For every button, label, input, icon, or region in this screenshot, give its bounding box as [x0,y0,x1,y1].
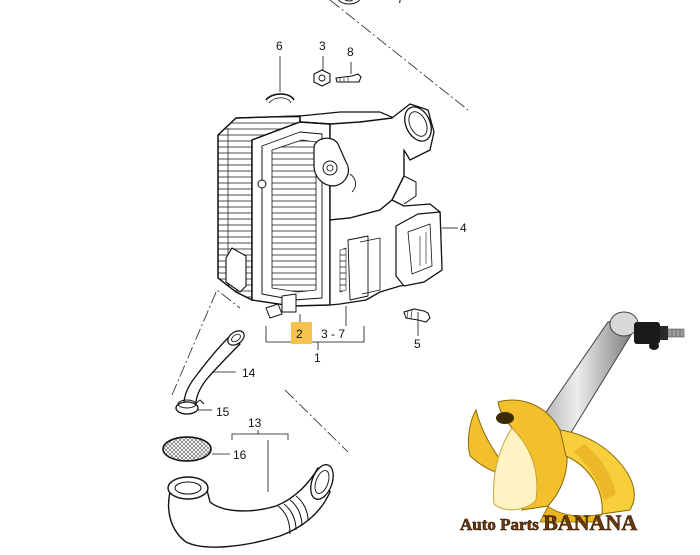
brand-wordmark: Auto Parts BANANA [460,510,637,535]
dash-dot-leader-lines [171,0,469,453]
brand-logo: Auto Parts BANANA [460,311,685,535]
callout-2: 2 [296,327,303,341]
screw-part-5: 5 [403,308,431,351]
callout-1: 1 [314,351,321,365]
callout-15: 15 [216,405,230,419]
callout-3-7: 3 - 7 [321,327,345,341]
banana-illustration [467,399,635,523]
callout-7: 7 [397,0,404,6]
intake-duct-part-13 [167,464,334,548]
nut-and-bolt-3-8: 3 8 [313,39,362,87]
clip-part-6: 6 [265,39,295,104]
hose-part-14 [183,330,245,405]
leader-line-lower [284,389,349,453]
callout-3-top: 3 [319,39,326,53]
callout-group-4: 4 [442,221,467,235]
clamp-part-15 [175,399,212,415]
mesh-screen-part-16 [162,436,230,462]
callout-14: 14 [242,366,256,380]
top-partial-part: 7 [338,0,404,6]
callout-16: 16 [233,448,247,462]
callout-8: 8 [347,45,354,59]
air-filter-housing [217,103,443,319]
assembly-brackets [265,306,365,350]
highlighted-part-box [291,322,312,344]
callout-5: 5 [414,337,421,351]
leader-line-top [329,0,469,111]
callout-6: 6 [276,39,283,53]
callout-13: 13 [248,416,262,430]
callout-4: 4 [460,221,467,235]
callout-bracket-13 [231,430,289,492]
